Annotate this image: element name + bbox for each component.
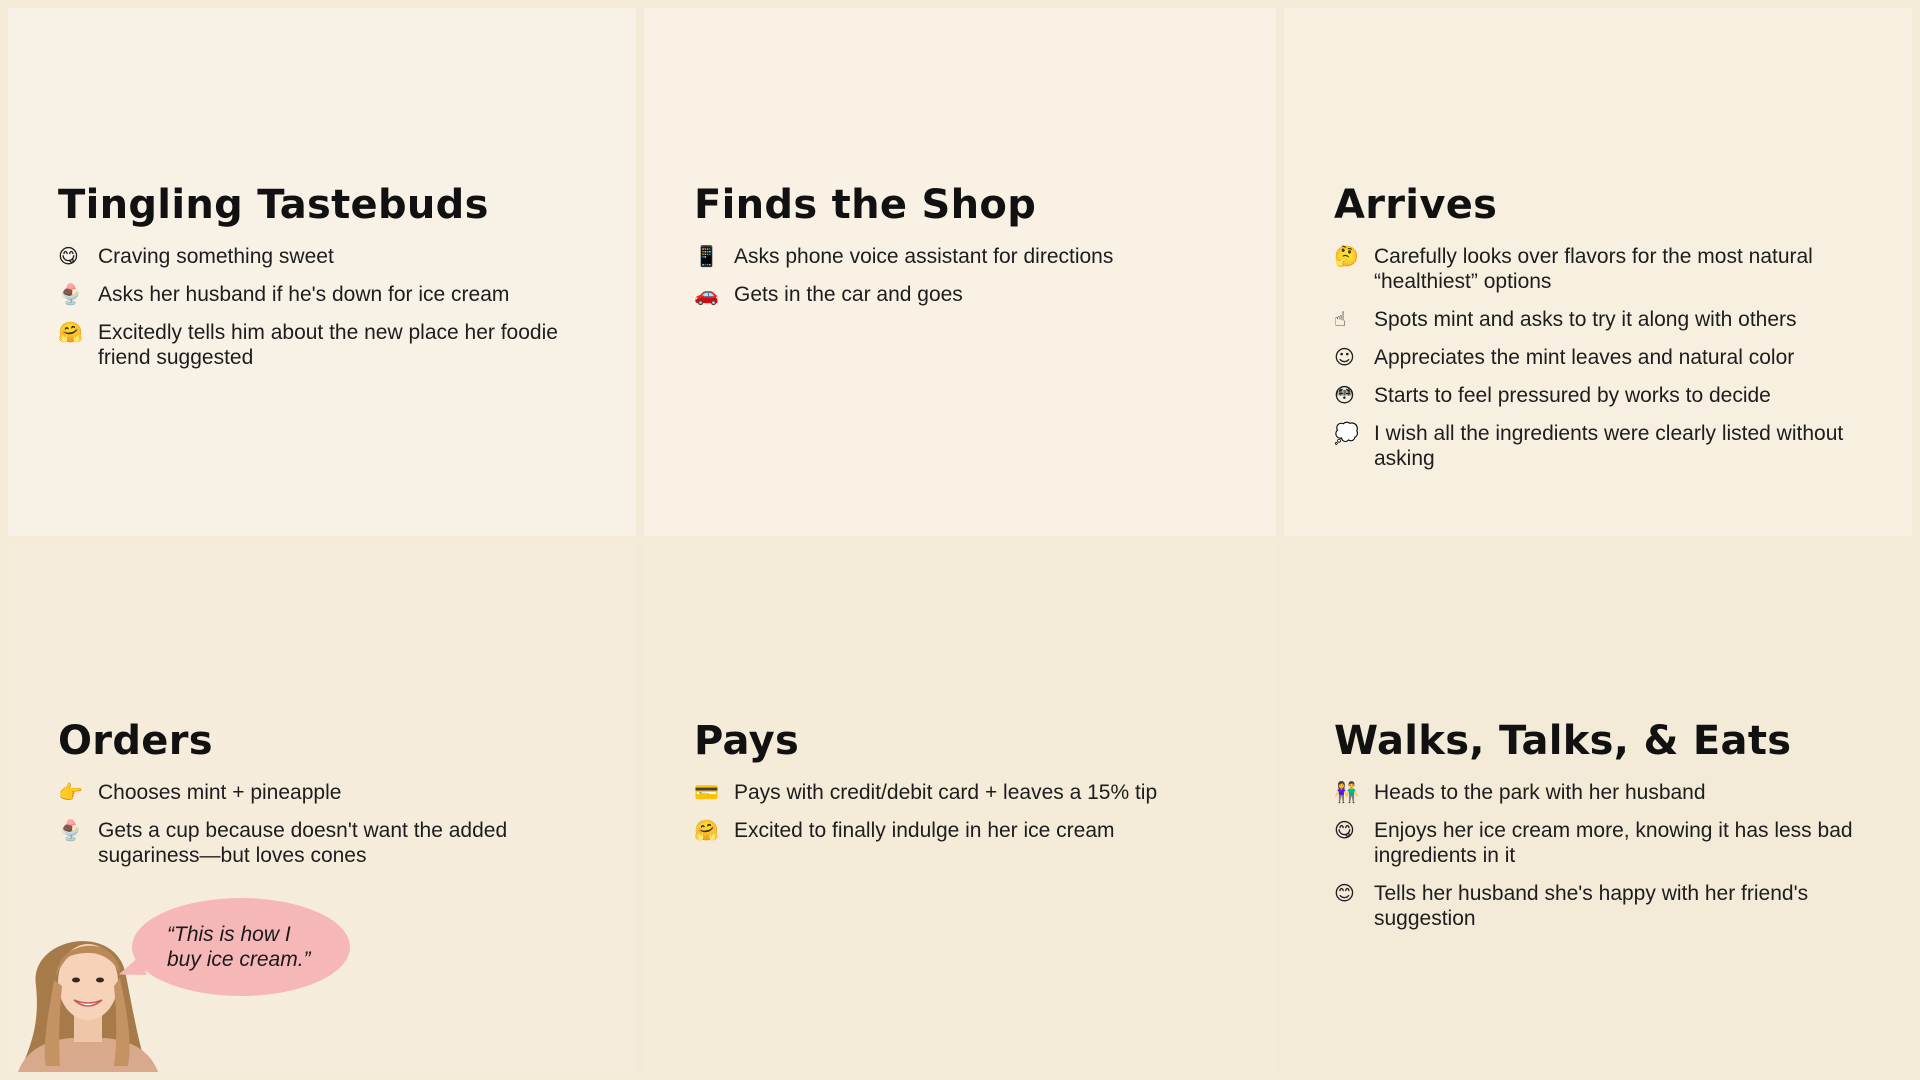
stage-items: 🤔 Carefully looks over flavors for the mo… [1334, 244, 1882, 484]
item-text: Gets a cup because doesn't want the adde… [98, 819, 508, 867]
stage-title: Finds the Shop [694, 182, 1037, 228]
yum-face-icon: 😋 [1334, 818, 1355, 842]
item-text: Appreciates the mint leaves and natural … [1374, 346, 1795, 369]
item-text: Asks phone voice assistant for direction… [734, 245, 1114, 268]
item-text: Excitedly tells him about the new place … [98, 321, 558, 369]
item-text: Spots mint and asks to try it along with… [1374, 308, 1797, 331]
list-item: 👫 Heads to the park with her husband [1334, 780, 1882, 805]
stage-items: 👉 Chooses mint + pineapple 🍨 Gets a cup be… [58, 780, 606, 881]
point-up-icon: ☝ [1334, 307, 1347, 331]
stage-panel-tingling-tastebuds: Tingling Tastebuds 😋 Craving something sw… [8, 8, 636, 536]
item-text: Excited to finally indulge in her ice cr… [734, 819, 1115, 842]
item-text: Pays with credit/debit card + leaves a 1… [734, 781, 1158, 804]
stage-title: Walks, Talks, & Eats [1334, 718, 1792, 764]
list-item: 🍨 Asks her husband if he's down for ice c… [58, 282, 606, 307]
ice-cream-cup-icon: 🍨 [58, 282, 83, 306]
credit-card-icon: 💳 [694, 780, 719, 804]
item-text: Carefully looks over flavors for the mos… [1374, 245, 1813, 293]
list-item: 🤗 Excitedly tells him about the new place… [58, 320, 606, 370]
list-item: 🚗 Gets in the car and goes [694, 282, 1246, 307]
yum-face-icon: 😋 [58, 244, 79, 268]
persona-quote: “This is how I buy ice cream.” [167, 923, 311, 971]
thought-bubble-icon: 💭 [1334, 421, 1359, 445]
stage-panel-finds-the-shop: Finds the Shop 📱 Asks phone voice assista… [644, 8, 1276, 536]
item-text: I wish all the ingredients were clearly … [1374, 422, 1844, 470]
item-text: Gets in the car and goes [734, 283, 963, 306]
smiling-face-icon: ☺ [1334, 345, 1355, 369]
item-text: Craving something sweet [98, 245, 334, 268]
thinking-face-icon: 🤔 [1334, 244, 1359, 268]
list-item: 🍨 Gets a cup because doesn't want the add… [58, 818, 606, 868]
ice-cream-cup-icon: 🍨 [58, 818, 83, 842]
persona-avatar [8, 916, 168, 1072]
speech-bubble: “This is how I buy ice cream.” [115, 898, 350, 996]
item-text: Starts to feel pressured by works to dec… [1374, 384, 1771, 407]
stage-panel-walks-talks-eats: Walks, Talks, & Eats 👫 Heads to the park … [1284, 544, 1912, 1072]
stage-title: Pays [694, 718, 800, 764]
item-text: Tells her husband she's happy with her f… [1374, 882, 1809, 930]
stage-title: Arrives [1334, 182, 1498, 228]
couple-icon: 👫 [1334, 780, 1359, 804]
list-item: 😋 Enjoys her ice cream more, knowing it h… [1334, 818, 1882, 868]
list-item: 👉 Chooses mint + pineapple [58, 780, 606, 805]
car-icon: 🚗 [694, 282, 719, 306]
list-item: 😋 Craving something sweet [58, 244, 606, 269]
stage-items: 📱 Asks phone voice assistant for directio… [694, 244, 1246, 320]
hugging-face-icon: 🤗 [694, 818, 719, 842]
list-item: 😊 Tells her husband she's happy with her … [1334, 881, 1882, 931]
hugging-face-icon: 🤗 [58, 320, 83, 344]
stage-items: 💳 Pays with credit/debit card + leaves a … [694, 780, 1246, 856]
list-item: ☺ Appreciates the mint leaves and natural… [1334, 345, 1882, 370]
stage-items: 👫 Heads to the park with her husband 😋 Enj… [1334, 780, 1882, 944]
stage-title: Orders [58, 718, 213, 764]
list-item: 💭 I wish all the ingredients were clearly… [1334, 421, 1882, 471]
stage-panel-pays: Pays 💳 Pays with credit/debit card + leav… [644, 544, 1276, 1072]
list-item: 💳 Pays with credit/debit card + leaves a … [694, 780, 1246, 805]
stage-items: 😋 Craving something sweet 🍨 Asks her husba… [58, 244, 606, 383]
point-right-icon: 👉 [58, 780, 83, 804]
list-item: ☝ Spots mint and asks to try it along wit… [1334, 307, 1882, 332]
item-text: Chooses mint + pineapple [98, 781, 342, 804]
list-item: 🤗 Excited to finally indulge in her ice c… [694, 818, 1246, 843]
list-item: 🤔 Carefully looks over flavors for the mo… [1334, 244, 1882, 294]
stage-title: Tingling Tastebuds [58, 182, 489, 228]
phone-icon: 📱 [694, 244, 719, 268]
item-text: Asks her husband if he's down for ice cr… [98, 283, 510, 306]
stage-panel-arrives: Arrives 🤔 Carefully looks over flavors fo… [1284, 8, 1912, 536]
flushed-face-icon: 😳 [1334, 383, 1355, 407]
item-text: Heads to the park with her husband [1374, 781, 1706, 804]
item-text: Enjoys her ice cream more, knowing it ha… [1374, 819, 1853, 867]
smiling-face-icon: 😊 [1334, 881, 1355, 905]
list-item: 📱 Asks phone voice assistant for directio… [694, 244, 1246, 269]
list-item: 😳 Starts to feel pressured by works to de… [1334, 383, 1882, 408]
persona-portrait [18, 941, 158, 1072]
